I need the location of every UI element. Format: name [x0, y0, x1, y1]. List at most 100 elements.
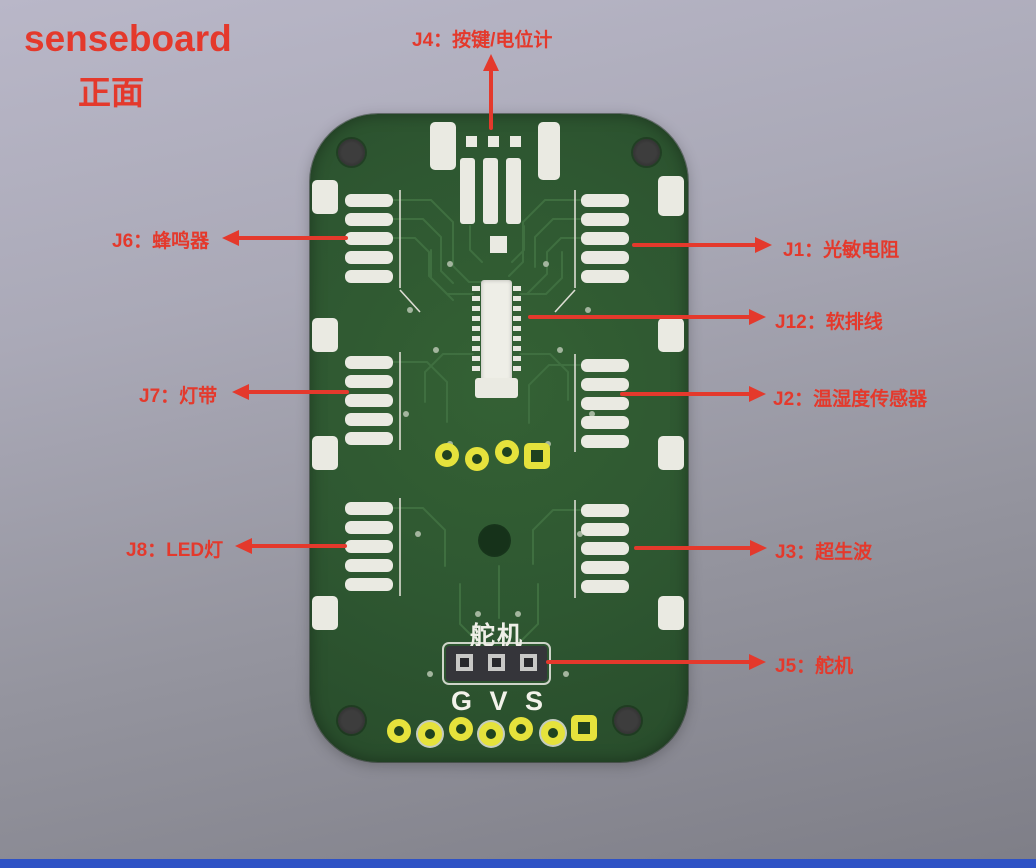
pad — [581, 359, 629, 372]
ffc-connector-body — [481, 280, 512, 382]
arrow-head-up — [483, 54, 499, 71]
pad — [581, 397, 629, 410]
pad — [345, 540, 393, 553]
edge-pad — [658, 596, 684, 630]
arrow-line — [620, 392, 751, 396]
through-hole-pad-square — [524, 443, 550, 469]
pad — [581, 523, 629, 536]
top-connector-pin-pad — [510, 136, 521, 147]
mounting-hole — [633, 139, 660, 166]
servo-pin — [520, 654, 537, 671]
pad — [345, 251, 393, 264]
annotation-label-j5: J5：舵机 — [775, 656, 854, 677]
annotation-label-j12: J12：软排线 — [775, 312, 883, 333]
servo-pin — [456, 654, 473, 671]
connector-pads-j1-photoresistor — [581, 194, 629, 289]
page-subtitle: 正面 — [78, 74, 144, 111]
pin-hole — [492, 658, 501, 667]
center-hole — [478, 524, 511, 557]
arrow-j5 — [546, 654, 766, 670]
edge-pad — [658, 318, 684, 352]
top-connector-pad — [538, 122, 560, 180]
through-hole-pad — [541, 721, 565, 745]
page-title: senseboard — [24, 18, 232, 59]
arrow-head-left — [235, 538, 252, 554]
arrow-head-right — [749, 309, 766, 325]
arrow-head-right — [749, 386, 766, 402]
pad — [345, 270, 393, 283]
through-hole-pad — [465, 447, 489, 471]
arrow-line — [237, 236, 348, 240]
vias — [403, 261, 595, 677]
pad — [581, 542, 629, 555]
pad — [581, 232, 629, 245]
ffc-pin-row — [472, 286, 480, 376]
bottom-taskbar-strip — [0, 859, 1036, 868]
through-hole-pad — [495, 440, 519, 464]
pcb-traces-layer — [392, 190, 595, 677]
annotation-label-j8: J8：LED灯 — [126, 540, 224, 561]
pad — [581, 378, 629, 391]
pad — [345, 394, 393, 407]
arrow-line — [247, 390, 349, 394]
arrow-line — [489, 68, 493, 130]
ffc-top-pad — [490, 236, 507, 253]
connector-pads-j3-ultrasonic — [581, 504, 629, 599]
servo-header-connector — [442, 642, 551, 685]
pad — [345, 432, 393, 445]
pad — [581, 194, 629, 207]
arrow-head-right — [755, 237, 772, 253]
arrow-line — [634, 546, 752, 550]
connector-pads-j7-light-strip — [345, 356, 393, 451]
edge-pad — [312, 180, 338, 214]
top-connector-pad — [430, 122, 456, 170]
pad — [581, 251, 629, 264]
edge-pad — [312, 318, 338, 352]
arrow-line — [250, 544, 347, 548]
arrow-j3 — [634, 540, 767, 556]
pad — [581, 213, 629, 226]
arrow-j7 — [232, 384, 349, 400]
arrow-head-right — [749, 654, 766, 670]
servo-silkscreen-label: 舵机 — [469, 622, 524, 650]
arrow-j1 — [632, 237, 772, 253]
pad — [345, 502, 393, 515]
through-hole-pad — [509, 717, 533, 741]
mounting-hole — [338, 139, 365, 166]
pad — [345, 232, 393, 245]
pad — [345, 375, 393, 388]
pad — [581, 270, 629, 283]
arrow-j4 — [483, 54, 499, 130]
top-connector-pad-bar — [460, 158, 475, 224]
pin-hole — [460, 658, 469, 667]
arrow-line — [632, 243, 757, 247]
silkscreen-lines — [399, 190, 576, 598]
annotation-label-j6: J6：蜂鸣器 — [112, 231, 210, 252]
through-hole-pad — [479, 722, 503, 746]
pad — [345, 521, 393, 534]
pad — [581, 561, 629, 574]
servo-pin-label-v: V — [489, 686, 508, 716]
annotation-label-j2: J2：温湿度传感器 — [773, 389, 928, 410]
arrow-head-left — [222, 230, 239, 246]
through-hole-pad — [435, 443, 459, 467]
ffc-pin-row — [513, 286, 521, 376]
edge-pad — [312, 596, 338, 630]
servo-pin-labels: G V S — [445, 686, 549, 717]
pad — [345, 578, 393, 591]
arrow-line — [546, 660, 751, 664]
top-connector-pad-bar — [506, 158, 521, 224]
pad — [581, 416, 629, 429]
pad — [581, 435, 629, 448]
connector-pads-j8-led — [345, 502, 393, 597]
servo-pin-label-s: S — [524, 686, 543, 716]
annotation-label-j3: J3：超生波 — [775, 542, 873, 563]
through-hole-pad-square — [571, 715, 597, 741]
through-hole-pad — [449, 717, 473, 741]
arrow-j12 — [528, 309, 766, 325]
mounting-hole — [614, 707, 641, 734]
ffc-connector-base — [475, 378, 518, 398]
connector-pads-j2-temp-humidity — [581, 359, 629, 454]
top-connector-pin-pad — [466, 136, 477, 147]
arrow-j6 — [222, 230, 348, 246]
